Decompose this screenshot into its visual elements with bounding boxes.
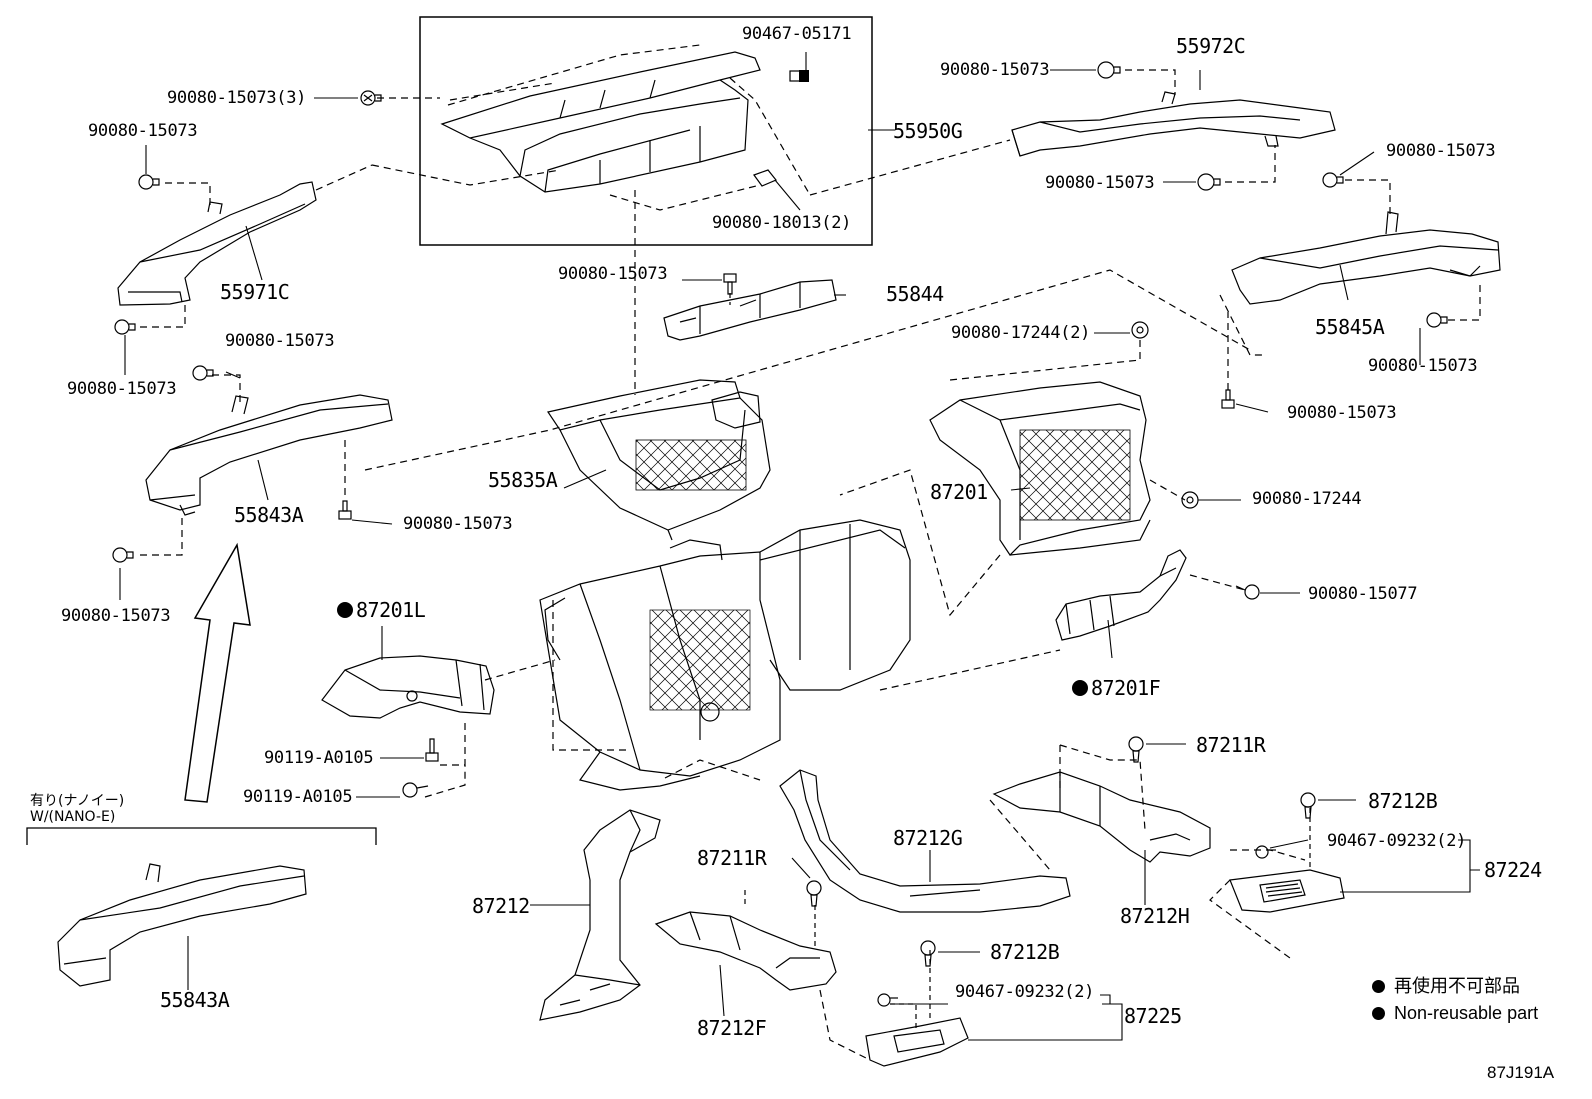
label-87201: 87201: [930, 480, 988, 504]
label-90080-18013-2: 90080-18013(2): [712, 213, 852, 233]
label-90119-A0105-b: 90119-A0105: [243, 787, 353, 807]
label-55950G: 55950G: [893, 119, 963, 143]
label-87212H: 87212H: [1120, 904, 1190, 928]
upgrade-arrow: [184, 542, 251, 803]
part-87212G-drawing: [779, 769, 1071, 913]
label-90080-15073-g: 90080-15073: [1368, 356, 1478, 376]
part-55950G-drawing: [440, 51, 803, 193]
label-55971C: 55971C: [220, 280, 290, 304]
variant-note: 有り(ナノイー) W/(NANO-E): [30, 793, 124, 825]
label-90080-15073-3: 90080-15073(3): [167, 88, 307, 108]
label-87212B-a: 87212B: [1368, 789, 1438, 813]
label-55972C: 55972C: [1176, 34, 1246, 58]
label-87212: 87212: [472, 894, 530, 918]
label-55843A-bottom: 55843A: [160, 988, 230, 1012]
part-87212H-drawing: [992, 771, 1211, 863]
label-55844: 55844: [886, 282, 944, 306]
variant-note-en: W/(NANO-E): [30, 809, 116, 826]
part-55835A-drawing: [547, 379, 771, 541]
legend-en: Non-reusable part: [1372, 1004, 1538, 1022]
label-90080-15073-b: 90080-15073: [1045, 173, 1155, 193]
part-55972C-drawing: [1011, 91, 1336, 157]
diagram-id: 87J191A: [1487, 1063, 1555, 1082]
assembly-box-55950G: [419, 16, 873, 246]
label-55835A: 55835A: [488, 468, 558, 492]
label-90080-15073-f: 90080-15073: [558, 264, 668, 284]
label-90467-05171: 90467-05171: [742, 24, 852, 44]
legend-bullet-icon: [1372, 980, 1385, 993]
legend-bullet-icon: [1372, 1007, 1385, 1020]
part-55843A-upper-drawing: [145, 394, 393, 516]
label-87211R-b: 87211R: [697, 846, 767, 870]
part-55843A-variant-drawing: [57, 863, 307, 987]
part-55845A-drawing: [1231, 211, 1501, 305]
label-90080-15073-h: 90080-15073: [225, 331, 335, 351]
part-55971C-drawing: [117, 181, 317, 306]
label-90080-15073-c: 90080-15073: [88, 121, 198, 141]
label-90080-15073-e: 90080-15073: [1386, 141, 1496, 161]
label-55845A: 55845A: [1315, 315, 1385, 339]
label-90080-15073-i: 90080-15073: [1287, 403, 1397, 423]
label-55843A-top: 55843A: [234, 503, 304, 527]
label-87212B-b: 87212B: [990, 940, 1060, 964]
part-87224-drawing: [1229, 869, 1345, 913]
leader-lines: [119, 52, 1480, 1041]
label-90119-A0105-a: 90119-A0105: [264, 748, 374, 768]
label-90080-15073-d: 90080-15073: [67, 379, 177, 399]
non-reusable-bullet: [1072, 680, 1088, 696]
label-90080-15073-k: 90080-15073: [61, 606, 171, 626]
label-90080-15077: 90080-15077: [1308, 584, 1418, 604]
label-87225: 87225: [1124, 1004, 1182, 1028]
label-90080-15073-j: 90080-15073: [403, 514, 513, 534]
part-87225-drawing: [865, 1017, 969, 1067]
variant-bracket: [26, 827, 377, 845]
part-87212F-drawing: [654, 911, 837, 991]
part-55844-drawing: [663, 279, 837, 341]
label-87201L: 87201L: [337, 600, 426, 622]
label-90080-17244-2: 90080-17244(2): [951, 323, 1091, 343]
fastener-icons: [112, 61, 1448, 1007]
part-87201L-drawing: [321, 655, 495, 719]
part-87201F-drawing: [1055, 549, 1187, 641]
part-87212-drawing: [539, 809, 661, 1021]
label-87201F: 87201F: [1072, 678, 1161, 700]
label-90080-15073-a: 90080-15073: [940, 60, 1050, 80]
label-87211R-a: 87211R: [1196, 733, 1266, 757]
label-87212F: 87212F: [697, 1016, 767, 1040]
label-90467-09232-b: 90467-09232(2): [955, 982, 1095, 1002]
non-reusable-bullet: [337, 602, 353, 618]
legend-jp: 再使用不可部品: [1372, 977, 1520, 995]
label-87224: 87224: [1484, 858, 1542, 882]
label-90467-09232-a: 90467-09232(2): [1327, 831, 1467, 851]
part-hvac-unit-drawing: [539, 519, 911, 791]
part-87201-drawing: [929, 381, 1151, 556]
label-87212G: 87212G: [893, 826, 963, 850]
variant-note-jp: 有り(ナノイー): [30, 793, 125, 809]
label-90080-17244: 90080-17244: [1252, 489, 1362, 509]
